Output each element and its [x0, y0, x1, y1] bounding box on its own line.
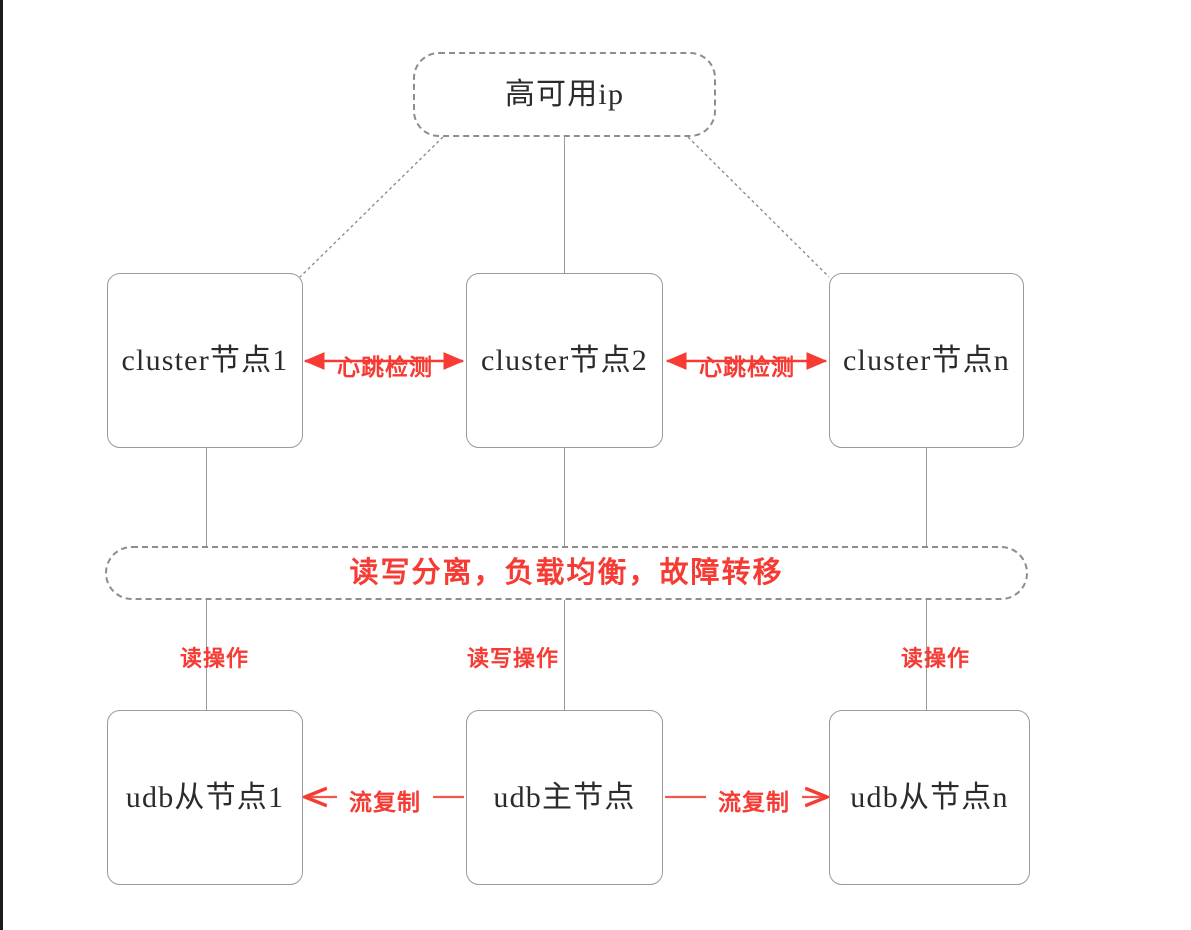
- edge-label-replication-right-text: 流复制: [718, 790, 790, 816]
- node-ha-ip[interactable]: 高可用ip: [413, 52, 716, 137]
- edge-label-op-read-left: 读操作: [163, 641, 249, 673]
- edge-label-heartbeat-right-text: 心跳检测: [699, 355, 795, 381]
- edge-label-heartbeat-right: 心跳检测: [684, 348, 810, 382]
- edge-cluster1-to-bar: [206, 448, 207, 547]
- node-cluster-node-1[interactable]: cluster节点1: [107, 273, 303, 448]
- edge-label-op-read-right: 读操作: [884, 641, 970, 673]
- edge-label-heartbeat-left-text: 心跳检测: [337, 355, 433, 381]
- edge-label-replication-right: 流复制: [706, 783, 802, 817]
- node-udb-slave-n-label: udb从节点n: [850, 781, 1009, 814]
- node-policy-bar[interactable]: 读写分离，负载均衡，故障转移: [105, 546, 1028, 600]
- node-udb-slave-1-label: udb从节点1: [125, 781, 285, 814]
- edge-cluster2-to-bar: [564, 448, 565, 547]
- node-cluster-node-1-label: cluster节点1: [121, 344, 289, 377]
- edge-label-heartbeat-left: 心跳检测: [322, 348, 448, 382]
- edge-label-op-read-right-text: 读操作: [900, 647, 970, 672]
- edge-haip-to-cluster1: [299, 136, 444, 278]
- node-ha-ip-label: 高可用ip: [504, 78, 625, 111]
- node-udb-slave-1[interactable]: udb从节点1: [107, 710, 303, 885]
- image-frame-left-edge: [0, 0, 3, 930]
- edge-haip-to-clustern: [687, 136, 830, 278]
- node-cluster-node-n-label: cluster节点n: [843, 344, 1010, 377]
- node-cluster-node-2-label: cluster节点2: [481, 344, 648, 377]
- edge-label-op-readwrite-center-text: 读写操作: [466, 647, 559, 672]
- edge-label-replication-left: 流复制: [337, 783, 433, 817]
- edge-label-op-read-left-text: 读操作: [179, 647, 249, 672]
- edge-bar-to-udb-slaven: [926, 600, 927, 711]
- edge-bar-to-udb-slave1: [206, 600, 207, 711]
- node-policy-bar-label: 读写分离，负载均衡，故障转移: [349, 555, 784, 590]
- edge-label-op-readwrite-center: 读写操作: [451, 641, 559, 673]
- edge-bar-to-udb-master: [564, 600, 565, 711]
- node-cluster-node-2[interactable]: cluster节点2: [466, 273, 663, 448]
- node-udb-master-label: udb主节点: [493, 781, 636, 814]
- node-udb-slave-n[interactable]: udb从节点n: [829, 710, 1030, 885]
- node-cluster-node-n[interactable]: cluster节点n: [829, 273, 1024, 448]
- node-udb-master[interactable]: udb主节点: [466, 710, 663, 885]
- edge-haip-to-cluster2: [564, 136, 565, 276]
- edge-label-replication-left-text: 流复制: [349, 790, 421, 816]
- edge-clustern-to-bar: [926, 448, 927, 547]
